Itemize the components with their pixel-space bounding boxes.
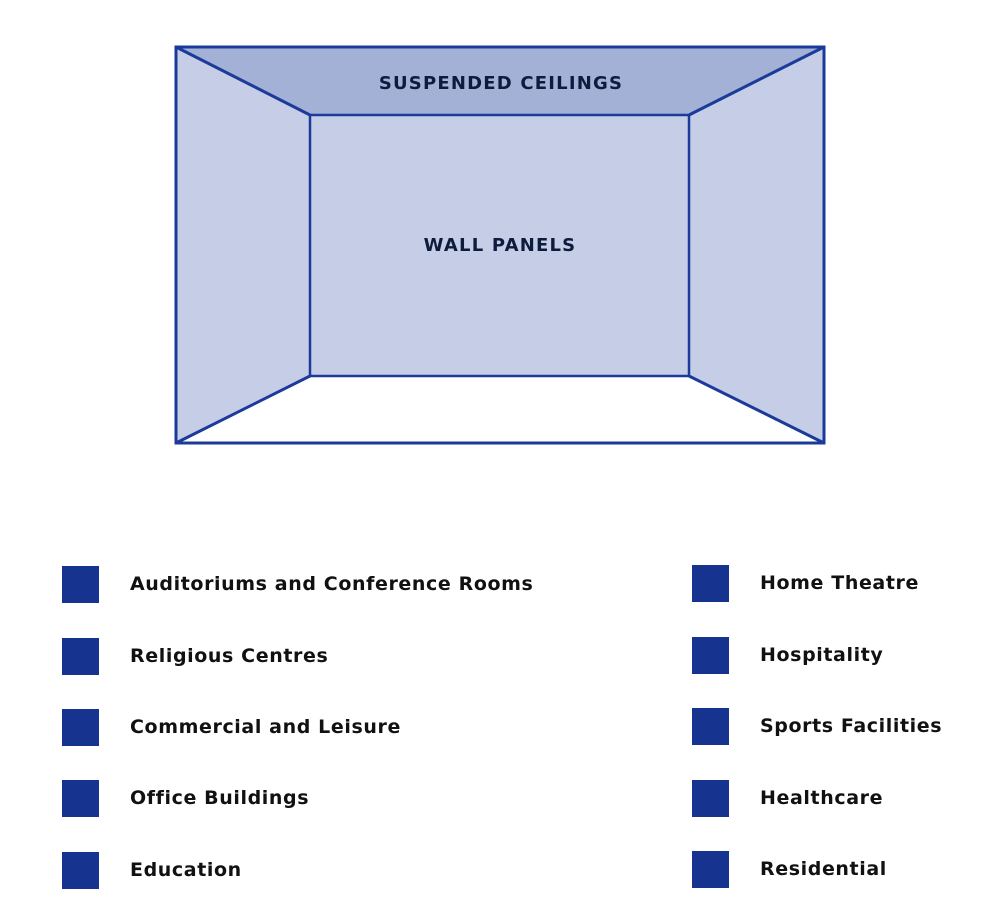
floor [176,376,824,443]
legend-swatch [692,780,729,817]
legend-swatch [62,566,99,603]
ceiling-panel [176,47,824,115]
legend-label: Religious Centres [130,645,329,667]
left-wall-panel [176,47,310,443]
legend-label: Commercial and Leisure [130,716,401,738]
room-diagram: SUSPENDED CEILINGS WALL PANELS [174,45,826,445]
legend-swatch [692,637,729,674]
legend-swatch [62,709,99,746]
legend-swatch [62,638,99,675]
back-wall-panel [310,115,689,376]
legend-label: Hospitality [760,644,884,666]
legend-label: Healthcare [760,787,884,809]
legend-label: Office Buildings [130,787,310,809]
legend-label: Sports Facilities [760,715,943,737]
room-outline [174,45,826,445]
legend-swatch [692,565,729,602]
legend-swatch [62,780,99,817]
legend-swatch [692,708,729,745]
legend-swatch [692,851,729,888]
ceiling-label: SUSPENDED CEILINGS [379,73,623,94]
legend-swatch [62,852,99,889]
legend-label: Education [130,859,242,881]
wall-panels-label: WALL PANELS [424,235,577,256]
legend-label: Residential [760,858,887,880]
legend-label: Auditoriums and Conference Rooms [130,573,534,595]
right-wall-panel [689,47,824,443]
legend-label: Home Theatre [760,572,919,594]
